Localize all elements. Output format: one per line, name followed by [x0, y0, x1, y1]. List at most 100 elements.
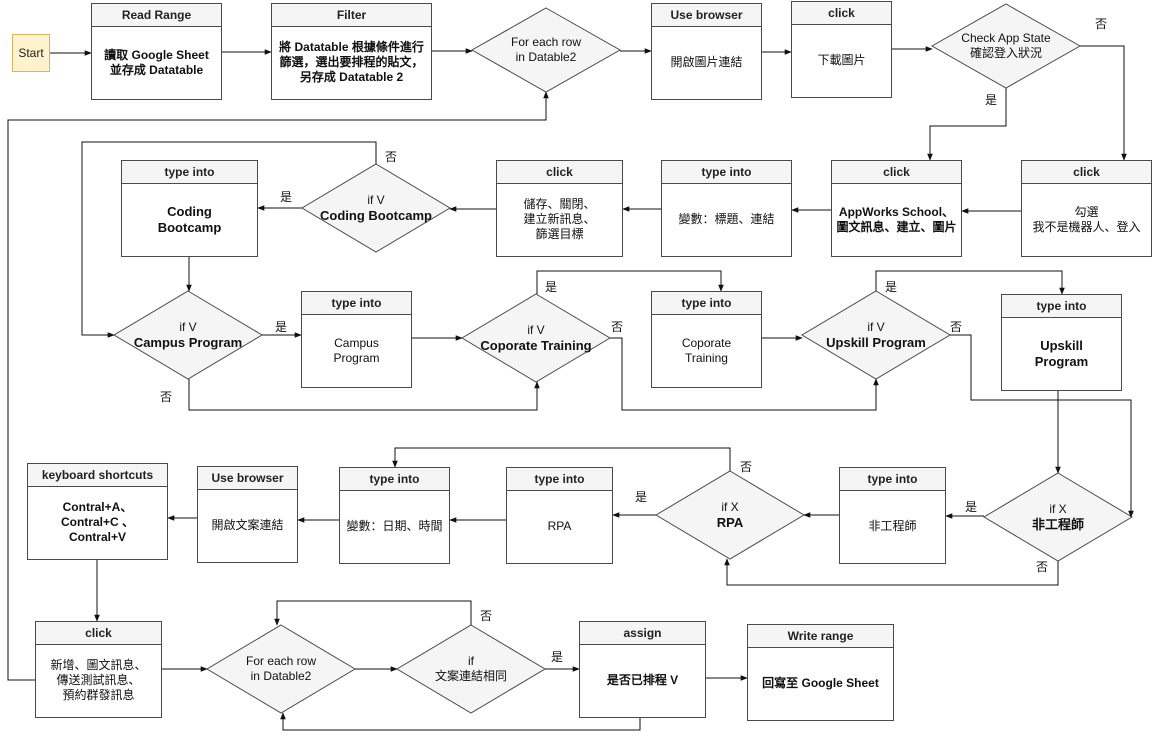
decision-line-1: if X [721, 500, 739, 514]
process-box-header: type into [122, 161, 257, 184]
edge-label-no: 否 [950, 320, 963, 334]
edge-connector [1080, 45, 1127, 161]
process-box-body: 下載圖片 [817, 53, 866, 67]
decision-line-2: Upskill Program [826, 335, 926, 350]
decision-line-2: 非工程師 [1031, 517, 1084, 532]
edge-connector [81, 141, 377, 338]
process-box-body: 變數：日期、時間 [346, 519, 443, 533]
decision-line-2: 確認登入狀況 [969, 46, 1042, 60]
edge-label-no: 否 [611, 320, 624, 334]
process-box-assign[interactable]: assign 是否已排程 V [579, 621, 706, 718]
edge-connector [7, 91, 549, 681]
decision-diamond-if-same[interactable] [396, 624, 546, 714]
process-box-header: type into [652, 292, 761, 315]
process-box-read-range[interactable]: Read Range 讀取 Google Sheet 並存成 Datatable [91, 3, 222, 100]
decision-line-2: Coding Bootcamp [320, 208, 432, 223]
edge-connector [280, 712, 641, 731]
edge-label-no: 否 [480, 609, 493, 623]
process-box-body: 開啟文案連結 [211, 518, 284, 532]
edge-connector [610, 337, 879, 411]
edge-label-yes: 是 [885, 280, 898, 294]
process-box-header: click [832, 161, 961, 184]
decision-line-1: if X [1049, 502, 1067, 516]
process-box-body: 開啟圖片連結 [670, 55, 743, 69]
process-box-filter[interactable]: Filter 將 Datatable 根據條件進行 篩選，選出要排程的貼文， 另存… [271, 3, 432, 100]
decision-line-2: Coporate Training [480, 338, 592, 353]
edge-label-yes: 是 [551, 650, 564, 664]
decision-diamond-if-coding[interactable] [301, 163, 451, 253]
process-box-body: AppWorks School、 圖文訊息、建立、圖片 [836, 204, 957, 234]
process-box-body: RPA [547, 519, 572, 533]
process-box-header: Use browser [198, 467, 297, 490]
process-box-header: Read Range [92, 4, 221, 27]
process-box-body: 將 Datatable 根據條件進行 篩選，選出要排程的貼文， 另存成 Data… [279, 40, 424, 84]
process-box-body: 讀取 Google Sheet 並存成 Datatable [104, 47, 209, 77]
process-box-body: 是否已排程 V [606, 673, 679, 687]
process-box-body: 變數：標題、連結 [678, 212, 775, 226]
process-box-use-browser-2[interactable]: Use browser 開啟文案連結 [197, 466, 298, 563]
edge-label-yes: 是 [635, 490, 648, 504]
decision-line-1: if [467, 654, 474, 668]
decision-line-2: in Datable2 [515, 50, 577, 64]
process-box-body: Upskill Program [1034, 337, 1089, 369]
process-box-header: Filter [272, 4, 431, 27]
process-box-body: Coding Bootcamp [157, 203, 222, 235]
process-box-type-into-vars1[interactable]: type into 變數：標題、連結 [661, 160, 792, 257]
edge-connector [875, 270, 1065, 295]
process-box-body: Campus Program [333, 335, 380, 365]
decision-line-1: For each row [510, 35, 582, 49]
edge-connector [536, 270, 724, 294]
decision-line-1: For each row [245, 654, 317, 668]
process-box-header: keyboard shortcuts [28, 464, 167, 487]
process-box-body: 儲存、關閉、 建立新訊息、 篩選目標 [523, 197, 596, 241]
process-box-header: assign [580, 622, 705, 645]
process-box-type-vars2[interactable]: type into 變數：日期、時間 [339, 467, 450, 564]
edge-label-no: 否 [1036, 560, 1049, 574]
process-box-body: 勾選 我不是機器人、登入 [1032, 204, 1141, 234]
decision-line-1: if V [527, 323, 545, 337]
process-box-header: type into [662, 161, 791, 184]
edge-connector [392, 447, 731, 471]
decision-diamond-if-rpa[interactable] [655, 470, 805, 560]
decision-line-1: if V [867, 320, 885, 334]
process-box-header: type into [840, 468, 945, 491]
process-box-body: Contral+A、 Contral+C 、 Contral+V [60, 500, 134, 544]
decision-line-2: in Datable2 [250, 669, 312, 683]
edge-label-no: 否 [160, 390, 173, 404]
decision-line-2: Campus Program [133, 335, 243, 350]
decision-line-2: 文案連結相同 [434, 669, 507, 683]
process-box-header: type into [302, 292, 411, 315]
edge-label-no: 否 [1095, 17, 1108, 31]
start-node[interactable]: Start [12, 34, 50, 72]
edge-label-yes: 是 [965, 500, 978, 514]
process-box-body: Coporate Training [681, 335, 732, 365]
edge-label-no: 否 [385, 150, 398, 164]
process-box-header: type into [340, 468, 449, 491]
process-box-body: 新增、圖文訊息、 傳送測試訊息、 預約群發訊息 [50, 658, 147, 702]
decision-diamond-if-campus[interactable] [113, 290, 263, 380]
